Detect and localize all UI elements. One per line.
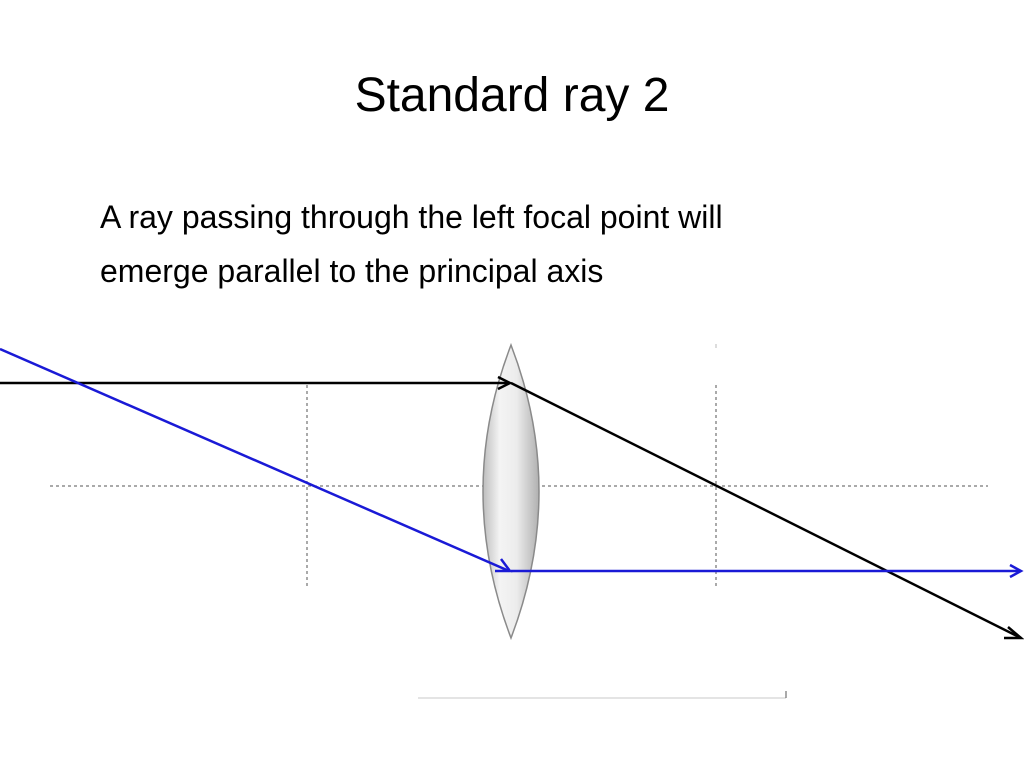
focal-ray-incoming-arrowhead bbox=[495, 558, 513, 573]
parallel-ray-incoming-arrowhead bbox=[497, 375, 513, 391]
focal-ray-incoming bbox=[0, 347, 510, 573]
slide-body-text: A ray passing through the left focal poi… bbox=[100, 190, 980, 298]
slide-title: Standard ray 2 bbox=[354, 69, 670, 122]
parallel-ray-refracted bbox=[510, 381, 1022, 640]
body-line-1: A ray passing through the left focal poi… bbox=[100, 199, 723, 235]
body-line-2: emerge parallel to the principal axis bbox=[100, 253, 604, 289]
parallel-ray-refracted-arrowhead bbox=[1004, 626, 1024, 640]
focal-ray-emergent-arrowhead bbox=[1009, 563, 1024, 579]
convex-lens bbox=[482, 342, 540, 641]
